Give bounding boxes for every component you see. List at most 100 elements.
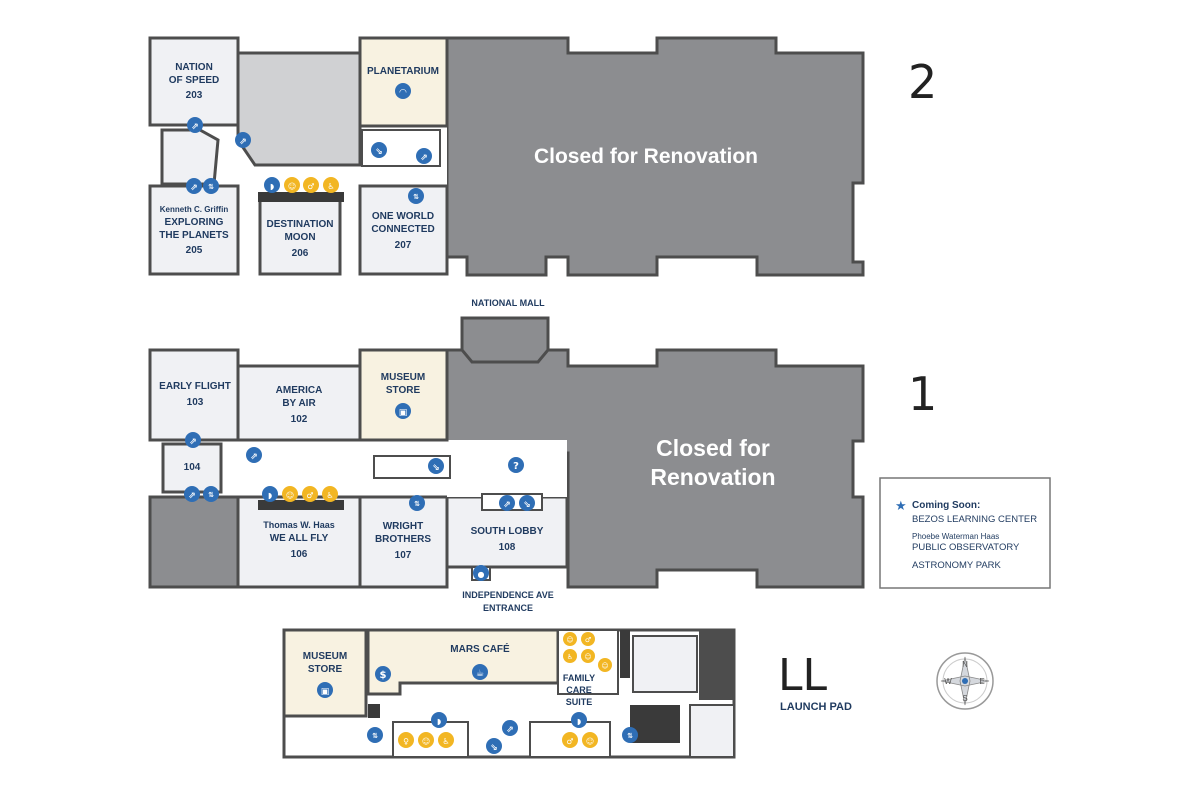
svg-text:⇗: ⇗: [420, 153, 428, 163]
svg-text:⇗: ⇗: [506, 725, 514, 735]
svg-text:⇗: ⇗: [239, 137, 247, 147]
family-label-2: CARE: [566, 685, 592, 695]
svg-text:⇗: ⇗: [190, 183, 198, 193]
restroom-icon: ♀: [398, 732, 414, 748]
room-205-name-2: THE PLANETS: [159, 230, 229, 241]
south-lobby-corridor: [447, 453, 567, 497]
mars-cafe[interactable]: [366, 628, 560, 696]
svg-text:♿: ♿: [567, 653, 573, 661]
gallery-unlabeled-floor-1: [148, 495, 240, 589]
svg-text:●: ●: [478, 570, 485, 579]
family-restroom-icon: ☺: [284, 177, 300, 193]
baby-change-icon: ☺: [581, 649, 595, 663]
svg-text:?: ?: [513, 461, 519, 472]
svg-text:☺: ☺: [601, 662, 608, 670]
family-restroom-icon: ☺: [418, 732, 434, 748]
restroom-icon: ♂: [581, 632, 595, 646]
elevator-icon[interactable]: ⇅: [622, 727, 638, 743]
svg-text:▣: ▣: [399, 408, 408, 418]
svg-text:⇘: ⇘: [523, 500, 531, 510]
closed-label-floor-2: Closed for Renovation: [534, 145, 758, 168]
legend-item-2: PUBLIC OBSERVATORY: [912, 542, 1020, 553]
room-205-sponsor: Kenneth C. Griffin: [160, 205, 229, 214]
room-207-name-1: ONE WORLD: [372, 211, 434, 222]
family-label-1: FAMILY: [563, 673, 595, 683]
escalator-icon[interactable]: ⇘: [371, 142, 387, 158]
elevator-icon[interactable]: ⇅: [409, 495, 425, 511]
escalator-icon[interactable]: ⇗: [499, 495, 515, 511]
water-fountain-icon: ◗: [571, 712, 587, 728]
planetarium[interactable]: [358, 36, 449, 128]
escalator-icon[interactable]: ⇘: [486, 738, 502, 754]
room-108[interactable]: [445, 495, 569, 569]
escalator-icon[interactable]: ⇘: [519, 495, 535, 511]
room-106-name: WE ALL FLY: [270, 533, 329, 544]
room-103[interactable]: [148, 348, 240, 442]
escalator-icon[interactable]: ⇗: [416, 148, 432, 164]
svg-text:☺: ☺: [286, 491, 294, 500]
svg-text:♂: ♂: [566, 737, 573, 746]
legend-item-3: ASTRONOMY PARK: [912, 560, 1002, 571]
room-106-number: 106: [291, 549, 308, 560]
room-205-name-1: EXPLORING: [165, 217, 224, 228]
svg-text:⇅: ⇅: [627, 732, 633, 740]
svg-text:☺: ☺: [422, 737, 430, 746]
svg-text:◠: ◠: [400, 88, 407, 98]
elevator-icon[interactable]: ⇅: [203, 178, 219, 194]
svg-text:☺: ☺: [566, 636, 573, 644]
lounge-ll: [632, 635, 698, 693]
escalator-icon[interactable]: ⇗: [186, 178, 202, 194]
closed-area-floor-2: [445, 36, 865, 277]
svg-text:◗: ◗: [577, 717, 581, 726]
escalator-icon[interactable]: ⇘: [428, 458, 444, 474]
family-restroom-icon: ☺: [282, 486, 298, 502]
room-106[interactable]: [236, 495, 362, 589]
floor-1-number: 1: [908, 367, 937, 421]
entrance-label-2: ENTRANCE: [483, 603, 533, 613]
svg-text:⇘: ⇘: [490, 743, 498, 753]
info-icon[interactable]: ?: [508, 457, 524, 473]
dark-block-ll-4: [368, 704, 380, 718]
compass-w: W: [944, 677, 952, 686]
museum-store-floor-1[interactable]: [358, 348, 449, 442]
store-floor-1-name-2: STORE: [386, 385, 421, 396]
accessible-icon: ♿: [322, 486, 338, 502]
museum-store-lower[interactable]: [282, 628, 368, 718]
room-206-name-2: MOON: [284, 232, 315, 243]
escalator-icon[interactable]: ⇗: [185, 432, 201, 448]
legend-box: ★ Coming Soon: BEZOS LEARNING CENTER Pho…: [879, 477, 1051, 589]
family-restroom-icon: ☺: [563, 632, 577, 646]
stair-block-floor-2: [160, 128, 220, 186]
elevator-icon[interactable]: ⇅: [367, 727, 383, 743]
room-107[interactable]: [358, 495, 449, 589]
escalator-icon[interactable]: ⇗: [235, 132, 251, 148]
national-mall-label: NATIONAL MALL: [471, 298, 545, 308]
escalator-icon[interactable]: ⇗: [187, 117, 203, 133]
svg-text:⇗: ⇗: [250, 452, 258, 462]
lower-level-code: LL: [778, 650, 828, 701]
escalator-icon[interactable]: ⇗: [246, 447, 262, 463]
family-label-3: SUITE: [566, 697, 593, 707]
compass-n: N: [962, 660, 968, 669]
accessible-icon: ♿: [438, 732, 454, 748]
gallery-unlabeled-floor-2: [236, 51, 362, 167]
closed-label-floor-1-line1: Closed for: [656, 435, 770, 461]
elevator-icon[interactable]: ⇅: [203, 486, 219, 502]
svg-text:⇗: ⇗: [188, 491, 196, 501]
cafe-name: MARS CAFÉ: [450, 642, 510, 655]
room-205-number: 205: [186, 245, 203, 256]
escalator-icon[interactable]: ⇗: [502, 720, 518, 736]
floor-1: Closed for Renovation EARLY FLIGHT 103 A…: [148, 316, 937, 613]
room-102-number: 102: [291, 414, 308, 425]
room-106-sponsor: Thomas W. Haas: [263, 520, 335, 530]
svg-text:⇗: ⇗: [189, 437, 197, 447]
escalator-icon[interactable]: ⇗: [184, 486, 200, 502]
family-restroom-icon: ☺: [582, 732, 598, 748]
svg-text:♀: ♀: [403, 737, 409, 746]
elevator-icon[interactable]: ⇅: [408, 188, 424, 204]
svg-text:◗: ◗: [437, 717, 441, 726]
exhibit-bar-106: [258, 500, 344, 510]
restroom-icon: ♂: [302, 486, 318, 502]
room-207[interactable]: [358, 184, 449, 276]
